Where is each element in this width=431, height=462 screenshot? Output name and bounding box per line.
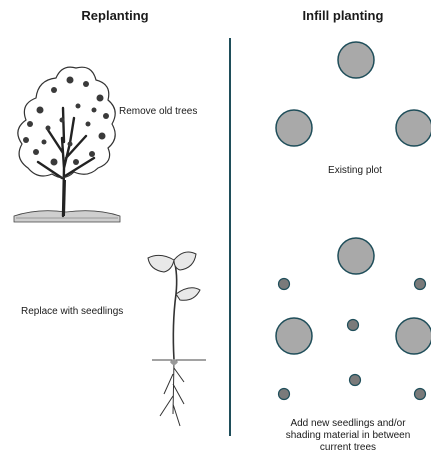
replace-with-seedlings-label: Replace with seedlings: [21, 306, 124, 317]
add-new-label-line: shading material in between: [285, 430, 411, 441]
existing-plot: [275, 41, 431, 147]
center-divider: [229, 38, 231, 436]
replanting-heading: Replanting: [81, 8, 149, 23]
existing-tree-circle: [395, 109, 431, 147]
existing-plot-label: Existing plot: [328, 165, 382, 176]
existing-tree-circle: [337, 237, 375, 275]
seedling-dot: [413, 387, 427, 401]
existing-tree-circle: [395, 317, 431, 355]
existing-tree-circle: [275, 109, 313, 147]
seedling-dot: [348, 373, 362, 387]
remove-old-trees-label: Remove old trees: [119, 106, 198, 117]
add-new-seedlings-label: Add new seedlings and/or shading materia…: [268, 418, 428, 454]
seedling-dot: [277, 277, 291, 291]
infill-planting-heading: Infill planting: [302, 8, 384, 23]
add-new-label-line: current trees: [319, 442, 377, 453]
add-new-label-line: Add new seedlings and/or: [290, 418, 406, 429]
seedling-illustration: [147, 251, 206, 427]
infill-plot: [275, 237, 431, 401]
seedling-dot: [346, 318, 360, 332]
existing-tree-circle: [337, 41, 375, 79]
seedling-dot: [277, 387, 291, 401]
tree-illustration: [13, 66, 121, 223]
existing-tree-circle: [275, 317, 313, 355]
seedling-dot: [413, 277, 427, 291]
